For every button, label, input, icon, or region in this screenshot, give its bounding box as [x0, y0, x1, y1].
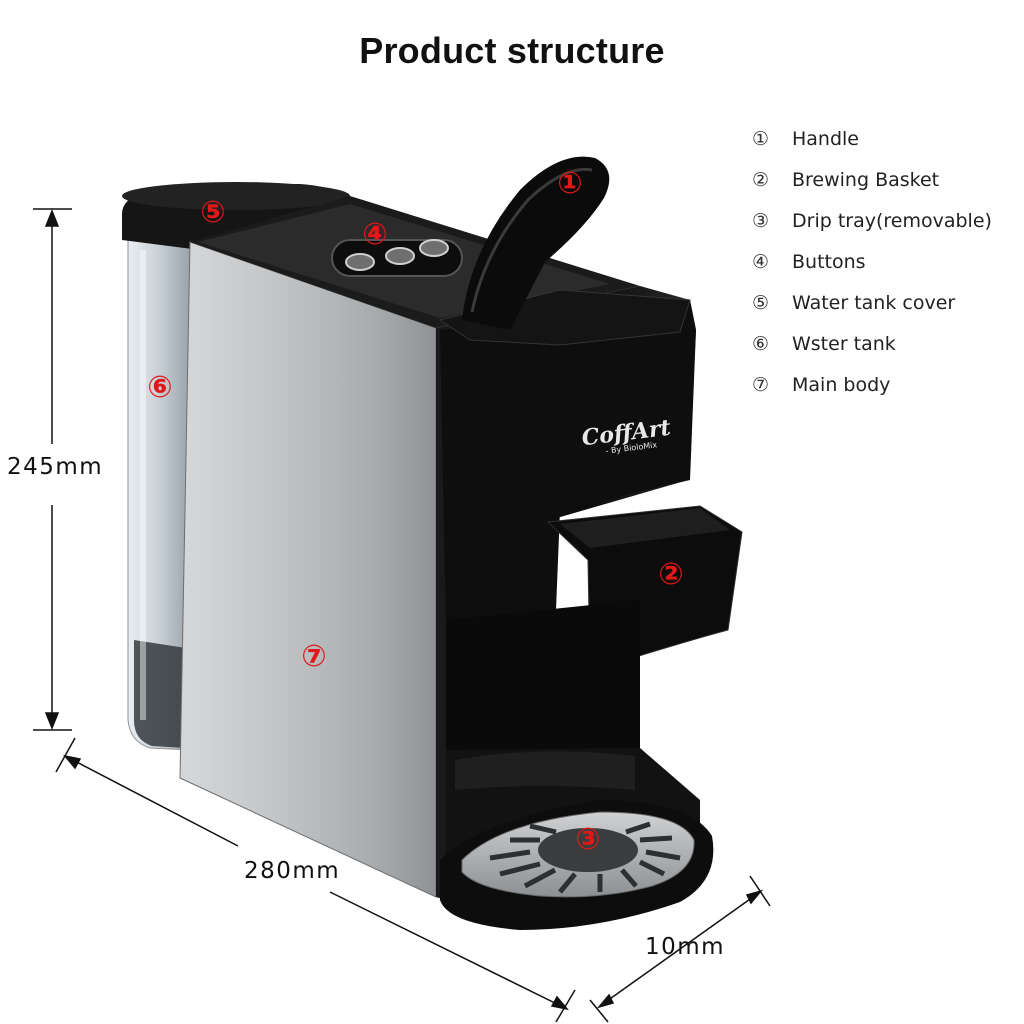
- parts-legend: ① Handle ② Brewing Basket ③ Drip tray(re…: [752, 118, 1022, 405]
- legend-item-water-tank: ⑥ Wster tank: [752, 323, 1022, 364]
- legend-number: ③: [752, 209, 770, 232]
- legend-label: Water tank cover: [792, 291, 956, 314]
- depth-dimension-line: [589, 875, 771, 1023]
- legend-label: Wster tank: [792, 332, 896, 355]
- width-dimension-line: [55, 737, 576, 1023]
- callout-water-tank-cover: ⑤: [200, 195, 226, 230]
- legend-label: Handle: [792, 127, 860, 150]
- page-title: Product structure: [359, 30, 665, 71]
- legend-item-handle: ① Handle: [752, 118, 1022, 159]
- water-tank-cover: [122, 182, 350, 250]
- height-dimension-line: [33, 208, 72, 731]
- handle: [462, 156, 610, 330]
- callout-brewing-basket: ②: [658, 557, 684, 592]
- main-body-front: [436, 286, 696, 900]
- callout-main-body: ⑦: [301, 639, 327, 674]
- width-dimension-label: 280mm: [244, 858, 341, 884]
- legend-item-water-tank-cover: ⑤ Water tank cover: [752, 282, 1022, 323]
- legend-label: Buttons: [792, 250, 866, 273]
- water-tank: [127, 227, 191, 751]
- legend-number: ②: [752, 168, 770, 191]
- drip-tray: [440, 800, 714, 930]
- legend-label: Main body: [792, 373, 891, 396]
- depth-dimension-label: 10mm: [645, 934, 726, 960]
- legend-item-drip-tray: ③ Drip tray(removable): [752, 200, 1022, 241]
- legend-number: ⑥: [752, 332, 770, 355]
- legend-item-main-body: ⑦ Main body: [752, 364, 1022, 405]
- legend-item-brewing-basket: ② Brewing Basket: [752, 159, 1022, 200]
- callout-handle: ①: [557, 166, 583, 201]
- legend-number: ④: [752, 250, 770, 273]
- main-body-steel-panel: [179, 241, 437, 898]
- callout-buttons: ④: [362, 217, 388, 252]
- height-dimension-label: 245mm: [7, 454, 104, 480]
- legend-label: Brewing Basket: [792, 168, 940, 191]
- legend-label: Drip tray(removable): [792, 209, 992, 232]
- legend-number: ⑤: [752, 291, 770, 314]
- legend-item-buttons: ④ Buttons: [752, 241, 1022, 282]
- buttons-cluster: [331, 239, 463, 277]
- callout-water-tank: ⑥: [147, 370, 173, 405]
- callout-drip-tray: ③: [575, 822, 601, 857]
- legend-number: ①: [752, 127, 770, 150]
- legend-number: ⑦: [752, 373, 770, 396]
